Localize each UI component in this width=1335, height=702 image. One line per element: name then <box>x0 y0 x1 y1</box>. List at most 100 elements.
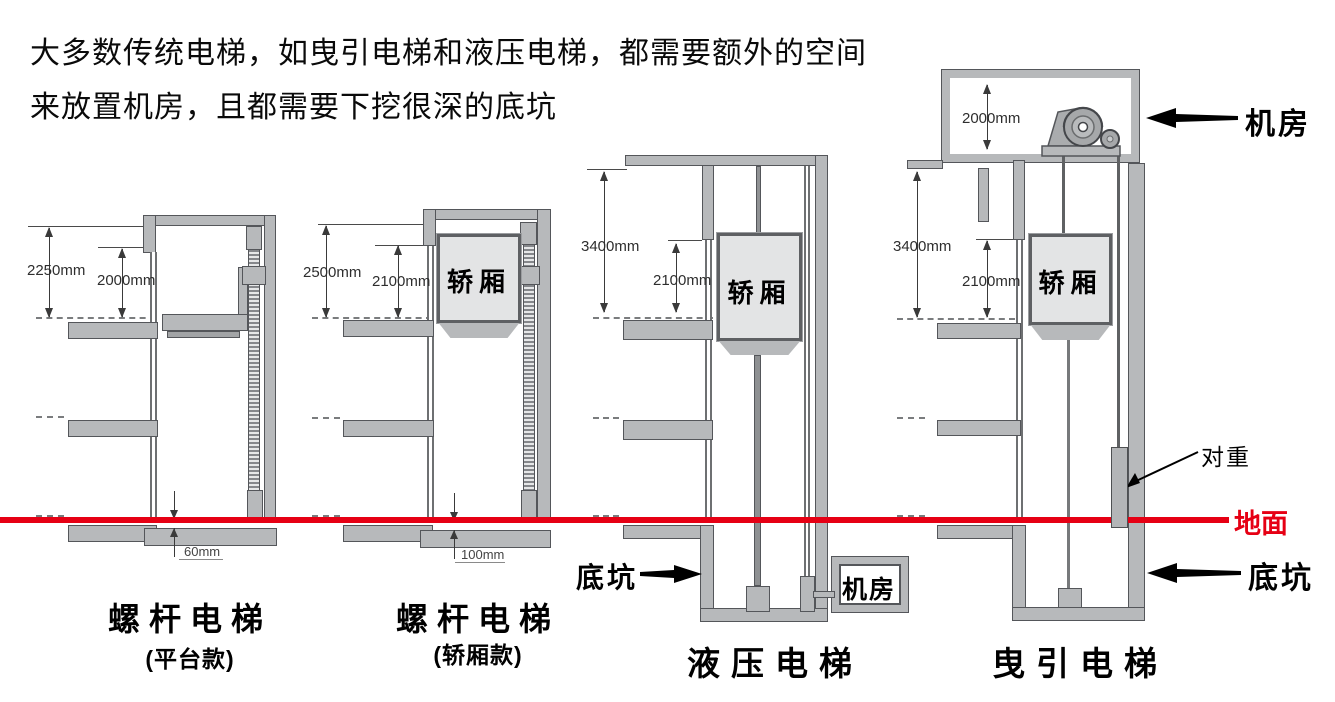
el2-door-dimension-label: 2100mm <box>372 273 431 290</box>
el4-buffer <box>1058 588 1082 608</box>
el1-door-dimension-label: 2000mm <box>97 272 156 289</box>
el2-name-label: 螺杆电梯 <box>395 601 560 637</box>
el2-level-dash-1 <box>312 317 432 319</box>
el1-screw-rod <box>248 249 260 512</box>
el3-top-beam <box>625 155 828 166</box>
el3-guide-rail-right <box>804 166 810 608</box>
el1-level-dash-ground <box>36 515 64 517</box>
el4-shaft-dimension-arrow <box>913 171 922 318</box>
el4-cabin-rope <box>1062 140 1065 235</box>
el3-guide-rod <box>756 166 761 234</box>
el1-pit-arrow-down <box>170 491 179 519</box>
el1-platform-plate <box>167 331 240 338</box>
el1-shaft-dimension-arrow <box>45 227 54 318</box>
el1-floor-slab-1 <box>68 322 158 339</box>
counterweight-leader-arrow <box>1126 451 1199 488</box>
el2-left-wall <box>427 246 434 519</box>
el2-cabin-sling <box>438 323 520 338</box>
el2-level-dash-2 <box>312 417 340 419</box>
counterweight-label: 对重 <box>1201 444 1251 470</box>
el1-level-dash-2 <box>36 416 64 418</box>
el1-pit-label-underline <box>179 559 223 560</box>
el4-level-dash-1 <box>897 318 1015 320</box>
el2-floor-slab-1 <box>343 320 434 337</box>
el4-floor-slab-2 <box>937 420 1021 436</box>
el1-pit-dimension-label: 60mm <box>184 544 221 559</box>
el1-dim-tick-inner <box>98 247 153 248</box>
title-line-1: 大多数传统电梯，如曳引电梯和液压电梯，都需要额外的空间 <box>30 37 867 70</box>
el1-screw-nut <box>242 266 266 285</box>
el4-shaft-dimension-label: 3400mm <box>893 238 952 255</box>
el1-screw-top-cap <box>246 226 262 250</box>
el4-pit-floor <box>1012 607 1145 621</box>
el3-ground-slab <box>623 525 709 539</box>
el3-pit-label: 底坑 <box>576 562 639 593</box>
el3-machine-room-label: 机房 <box>842 576 897 604</box>
el4-cabin-label: 轿厢 <box>1038 268 1103 298</box>
el1-floor-slab-2 <box>68 420 158 437</box>
el4-left-wall <box>1016 240 1023 519</box>
el1-shaft-dimension-label: 2250mm <box>27 262 86 279</box>
el3-floor-slab-2 <box>623 420 713 440</box>
el3-door-dimension-label: 2100mm <box>653 272 712 289</box>
el4-traction-machine <box>1041 106 1121 157</box>
el2-left-corner-block <box>423 209 436 246</box>
el1-platform-arm <box>162 314 248 331</box>
el1-level-dash-1 <box>36 317 156 319</box>
el1-right-wall <box>264 215 276 519</box>
machine-room-callout-arrow <box>1146 108 1238 128</box>
el3-hydraulic-pipe <box>813 591 835 598</box>
el3-cabin-label: 轿厢 <box>727 278 792 308</box>
el4-pit-arrow <box>1147 563 1241 583</box>
el3-level-dash-2 <box>593 417 619 419</box>
el3-level-dash-1 <box>593 317 713 319</box>
el2-floor-slab-2 <box>343 420 434 437</box>
el3-cabin <box>717 233 802 341</box>
el2-door-dimension-arrow <box>394 245 403 318</box>
el4-right-wall <box>1128 163 1145 621</box>
el1-left-corner-block <box>143 215 156 253</box>
el4-dim-tick-inner <box>976 239 1020 240</box>
el4-floor-slab-1 <box>937 323 1021 339</box>
el4-governor-rope <box>1067 340 1070 588</box>
el3-cabin-sling <box>718 341 801 355</box>
el4-counterweight <box>1111 447 1128 528</box>
el2-cabin <box>437 234 521 323</box>
el4-cabin-sling <box>1030 325 1111 340</box>
el3-name-label: 液压电梯 <box>687 645 863 682</box>
el2-pit-dimension-label: 100mm <box>461 547 505 562</box>
el2-pit-floor <box>420 530 551 548</box>
el2-pit-arrow-up <box>450 530 459 559</box>
el2-right-wall <box>537 209 551 519</box>
el1-door-dimension-arrow <box>118 248 127 318</box>
el2-dim-tick-inner <box>375 245 435 246</box>
el4-left-wall-upper <box>1013 160 1025 240</box>
el3-pit-arrow <box>640 565 702 583</box>
el3-hydraulic-cylinder <box>746 586 770 612</box>
el2-pit-label-underline <box>455 562 505 563</box>
el3-floor-slab-1 <box>623 320 713 340</box>
el4-name-label: 曳引电梯 <box>992 645 1168 682</box>
ground-label: 地面 <box>1234 509 1288 539</box>
el1-left-wall <box>150 252 157 519</box>
el3-level-dash-ground <box>593 515 619 517</box>
el4-cabin <box>1029 234 1112 325</box>
ground-line <box>0 517 1229 523</box>
el3-dim-tick-inner <box>668 240 702 241</box>
el1-top-beam <box>143 215 275 226</box>
el2-pit-arrow-down <box>450 493 459 521</box>
el2-level-dash-ground <box>312 515 340 517</box>
el4-counterweight-rope <box>1117 148 1120 448</box>
el2-shaft-dimension-label: 2500mm <box>303 264 362 281</box>
el4-machine-room-dimension-label: 2000mm <box>962 110 1021 127</box>
el4-machine-room-dimension-arrow <box>983 84 992 150</box>
el3-door-dimension-arrow <box>672 243 681 313</box>
el2-variant-label: (轿厢款) <box>433 642 523 668</box>
machine-room-callout-label: 机房 <box>1245 108 1311 141</box>
el4-pit-label: 底坑 <box>1248 562 1314 595</box>
el2-cabin-label: 轿厢 <box>446 267 511 297</box>
el4-door-dimension-label: 2100mm <box>962 273 1021 290</box>
el4-door-dimension-arrow <box>983 240 992 318</box>
el2-top-beam <box>423 209 550 220</box>
el1-variant-label: (平台款) <box>145 646 235 672</box>
